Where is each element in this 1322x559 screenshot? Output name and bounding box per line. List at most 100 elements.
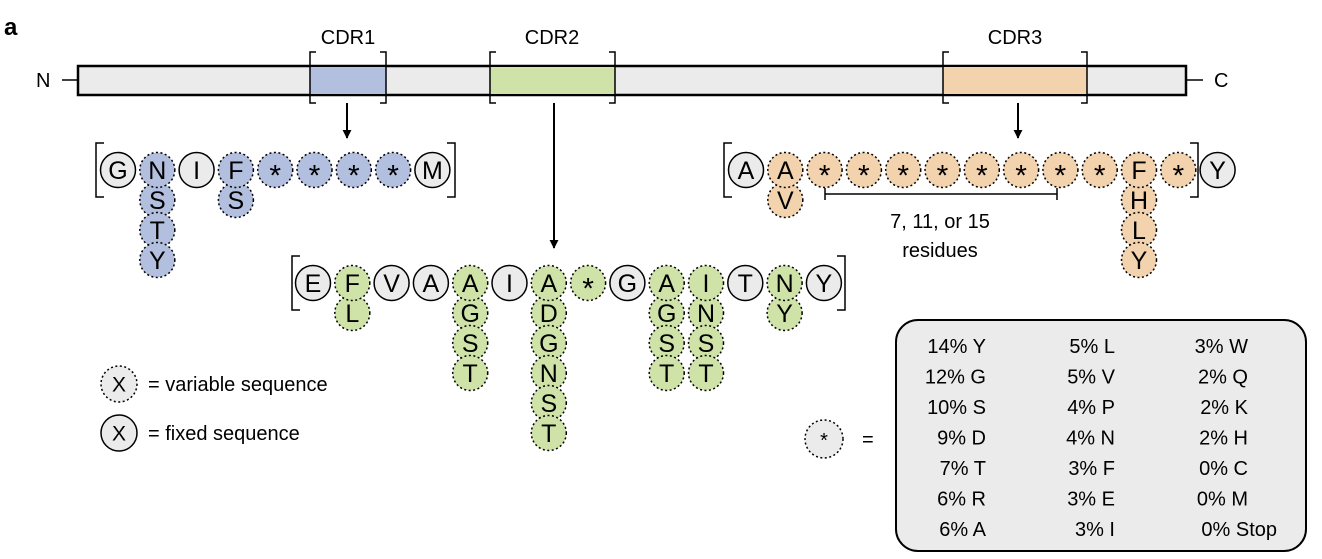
panel-label: a xyxy=(4,14,18,41)
composition-cell: 2% Q xyxy=(1198,367,1248,389)
cdr2-res-11-letter: T xyxy=(738,270,753,298)
cdr1-res-8-letter: M xyxy=(422,157,443,185)
cdr3-res-11-letter: * xyxy=(1172,160,1184,193)
cdr2-alt-10-0-letter: N xyxy=(697,300,715,328)
cdr2-res-1-circle xyxy=(334,264,371,302)
cdr2-alt-4-2-letter: T xyxy=(463,360,478,388)
cdr1-bracket xyxy=(309,51,387,104)
cdr2-res-3-letter: A xyxy=(423,270,440,298)
cdr2-res-4-circle xyxy=(451,264,489,302)
cdr2-res-4-letter: A xyxy=(462,270,479,298)
cdr1-label: CDR1 xyxy=(321,27,375,49)
cdr2-res-0-circle xyxy=(294,264,332,302)
cdr2-res-9-circle xyxy=(648,264,685,302)
composition-cell: 0% C xyxy=(1199,458,1248,480)
cdr1-res-7-circle xyxy=(374,151,412,189)
cdr2-res-8-letter: G xyxy=(618,270,637,298)
cdr2-alt-6-1-letter: G xyxy=(539,330,558,358)
cdr3-res-3-circle xyxy=(845,151,883,189)
cdr1-region xyxy=(310,67,386,94)
cdr2-res-5-circle xyxy=(491,264,528,302)
cdr3-alt-10-2-letter: Y xyxy=(1131,247,1148,275)
cdr2-bracket xyxy=(489,51,616,104)
cdr3-res-2-circle xyxy=(806,151,843,189)
composition-cell: 3% F xyxy=(1068,458,1115,480)
cdr1-res-6-letter: * xyxy=(348,160,360,193)
cdr1-res-8-circle xyxy=(414,151,451,189)
cdr2-alt-4-0-letter: G xyxy=(460,300,479,328)
variable-legend-symbol: X xyxy=(112,374,126,397)
antibody-chain: N C CDR1 CDR2 CDR3 xyxy=(36,27,1228,249)
cdr2-alt-6-3-letter: S xyxy=(540,390,557,418)
cdr2-alt-6-2-letter: N xyxy=(540,360,558,388)
composition-cell: 3% I xyxy=(1075,519,1115,541)
cdr1-res-3-circle xyxy=(217,151,255,189)
cdr2-alt-9-2-circle xyxy=(648,354,685,392)
cdr3-res-12-letter: Y xyxy=(1209,157,1226,185)
cdr3-res-7-letter: * xyxy=(1015,160,1027,193)
star-legend: * = xyxy=(804,419,874,459)
composition-cell: 0% M xyxy=(1197,489,1248,511)
composition-cell: 2% H xyxy=(1199,428,1248,450)
fixed-legend-circle xyxy=(100,414,138,452)
composition-cell: 9% D xyxy=(937,428,986,450)
cdr1-res-1-circle xyxy=(139,151,176,189)
composition-cell: 6% R xyxy=(937,489,986,511)
cdr1-res-0-letter: G xyxy=(108,157,127,185)
cdr2-region xyxy=(490,67,615,94)
composition-cell: 14% Y xyxy=(927,336,986,358)
composition-cell: 4% N xyxy=(1066,428,1115,450)
c-terminus-label: C xyxy=(1214,70,1228,92)
cdr3-bracket xyxy=(723,142,1199,198)
cdr2-res-11-circle xyxy=(727,264,764,302)
composition-cell: 12% G xyxy=(925,367,986,389)
cdr1-alt-1-2-letter: Y xyxy=(149,247,166,275)
cdr3-res-11-circle xyxy=(1160,151,1197,189)
cdr2-alt-10-1-letter: S xyxy=(698,330,715,358)
cdr1-res-2-circle xyxy=(178,151,215,189)
cdr2-res-8-circle xyxy=(609,264,646,302)
cdr3-bracket xyxy=(942,51,1088,104)
cdr3-res-10-circle xyxy=(1120,151,1158,189)
cdr3-res-4-letter: * xyxy=(897,160,909,193)
cdr3-res-5-letter: * xyxy=(937,160,949,193)
cdr3-res-9-letter: * xyxy=(1094,160,1106,193)
cdr3-res-12-circle xyxy=(1199,151,1236,189)
cdr2-res-10-circle xyxy=(687,264,725,302)
cdr3-res-8-circle xyxy=(1042,151,1079,189)
cdr3-res-2-letter: * xyxy=(819,160,831,193)
cdr3-alt-10-2-circle xyxy=(1120,241,1158,279)
length-note-line2: residues xyxy=(902,240,978,262)
cdr2-res-12-circle xyxy=(766,264,803,302)
cdr2-bracket xyxy=(291,255,846,311)
composition-cell: 3% E xyxy=(1067,489,1115,511)
cdr3-length-note: 7, 11, or 15 residues xyxy=(824,188,1058,262)
cdr1-res-0-circle xyxy=(99,151,137,189)
cdr3-label: CDR3 xyxy=(988,27,1042,49)
length-note-line1: 7, 11, or 15 xyxy=(890,211,990,233)
cdr3-res-4-circle xyxy=(884,151,922,189)
variable-legend-circle xyxy=(100,365,138,403)
cdr2-alt-6-4-circle xyxy=(530,414,568,452)
cdr3-res-8-letter: * xyxy=(1055,160,1067,193)
cdr1-res-3-letter: F xyxy=(228,157,243,185)
cdr2-alt-9-0-letter: G xyxy=(657,300,676,328)
cdr2-res-10-letter: I xyxy=(703,270,710,298)
cdr3-res-0-circle xyxy=(727,151,765,189)
star-legend-symbol: * xyxy=(820,430,828,452)
cdr2-res-7-circle xyxy=(569,264,607,302)
cdr3-region xyxy=(943,67,1087,94)
composition-cell: 7% T xyxy=(940,458,986,480)
cdr3-alt-10-0-letter: H xyxy=(1130,187,1148,215)
cdr2-alt-6-4-letter: T xyxy=(541,420,556,448)
composition-table-box xyxy=(895,319,1307,552)
length-span-marker xyxy=(824,188,1058,200)
composition-cell: 10% S xyxy=(927,397,986,419)
cdr3-alt-1-0-letter: V xyxy=(777,187,794,215)
composition-cell: 0% Stop xyxy=(1201,519,1277,541)
cdr3-alt-10-1-letter: L xyxy=(1132,217,1146,245)
